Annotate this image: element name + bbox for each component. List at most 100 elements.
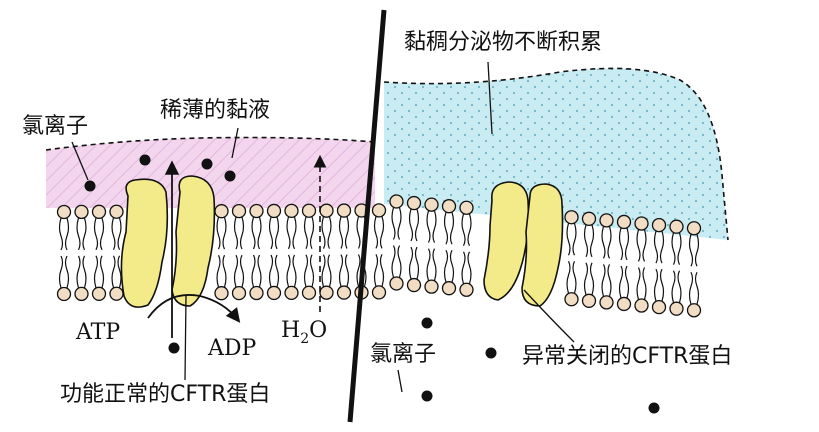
lipid-tail <box>64 255 70 289</box>
lipid-tail <box>607 264 612 297</box>
lipid-head <box>371 203 387 218</box>
lipid-tail <box>373 254 379 287</box>
lipid-head <box>564 292 579 307</box>
lipid-tail <box>583 224 589 258</box>
chloride-ion <box>648 402 660 414</box>
lipid-tail <box>694 271 700 305</box>
lipid-tail <box>379 254 385 287</box>
lipid-tail <box>216 217 221 250</box>
lipid-tail <box>257 216 262 250</box>
lipid-tail <box>111 255 116 288</box>
lipid-tail <box>659 268 665 302</box>
lipid-tail <box>566 260 571 294</box>
lipid-head <box>301 203 317 218</box>
lipid-tail <box>694 234 700 267</box>
lipid-head <box>581 211 597 226</box>
lipid-tail <box>379 216 385 249</box>
lipid-tail <box>688 234 694 267</box>
lipid-tail <box>233 216 239 250</box>
lipid-tail <box>292 254 297 288</box>
lipid-tail <box>251 216 256 250</box>
lipid-head <box>56 286 72 302</box>
chloride-label-top: 氯离子 <box>22 114 89 139</box>
lipid-tail <box>222 217 227 250</box>
lipid-tail <box>327 216 332 249</box>
lipid-head <box>336 203 352 218</box>
lipid-tail <box>344 254 350 287</box>
lipid-tail <box>321 216 326 249</box>
lipid-head <box>651 217 667 233</box>
lipid-head <box>634 216 649 231</box>
lipid-head <box>406 277 422 293</box>
lipid-head <box>371 285 387 300</box>
lipid-tail <box>618 227 624 261</box>
thin-mucus-leader <box>231 127 239 159</box>
lipid-tail <box>449 249 455 283</box>
lipid-tail <box>414 208 420 242</box>
lipid-tail <box>426 248 431 281</box>
lipid-tail <box>589 262 595 295</box>
lipid-tail <box>111 217 116 250</box>
lipid-tail <box>671 232 676 265</box>
lipid-head <box>669 219 684 234</box>
normal-cftr-label: 功能正常的CFTR蛋白 <box>60 382 271 407</box>
lipid-head <box>249 285 264 301</box>
chloride-ion <box>421 390 433 402</box>
lipid-tail <box>338 254 344 287</box>
lipid-tail <box>82 217 87 251</box>
lipid-tail <box>76 217 81 251</box>
divider-line <box>347 9 387 423</box>
abnormal-cftr-label: 异常关闭的CFTR蛋白 <box>522 344 733 369</box>
lipid-tail <box>467 213 472 247</box>
thick-secretion-leader <box>487 61 493 135</box>
lipid-head <box>249 203 264 219</box>
lipid-tail <box>572 223 577 256</box>
lipid-tail <box>344 216 350 249</box>
water-label-subscript: 2 <box>300 331 310 347</box>
chloride-ion <box>139 154 151 166</box>
lipid-tail <box>222 254 227 288</box>
normal-cftr-protein <box>120 175 216 308</box>
lipid-tail <box>274 254 280 288</box>
lipid-tail <box>356 216 361 249</box>
lipid-head <box>616 214 632 230</box>
lipid-tail <box>443 249 449 283</box>
chloride-bottom-leader <box>397 369 403 393</box>
lipid-tail <box>443 212 449 245</box>
chloride-ion <box>421 317 433 329</box>
lipid-head <box>214 204 229 219</box>
atp-label: ATP <box>76 320 121 345</box>
lipid-head <box>284 285 299 300</box>
lipid-tail <box>327 254 332 287</box>
lipid-tail <box>117 217 122 250</box>
lipid-tail <box>653 230 659 264</box>
lipid-tail <box>303 216 309 250</box>
lipid-tail <box>461 251 466 284</box>
lipid-tail <box>286 254 291 288</box>
abnormal-cftr-leader <box>523 289 575 343</box>
lipid-head <box>634 298 649 313</box>
lipid-head <box>686 303 702 318</box>
lipid-tail <box>356 254 361 287</box>
lipid-head <box>74 204 89 220</box>
lipid-head <box>109 204 124 219</box>
lipid-tail <box>432 210 437 243</box>
lipid-tail <box>601 264 606 297</box>
lipid-head <box>74 286 89 302</box>
lipid-tail <box>233 254 239 288</box>
lipid-tail <box>303 254 309 287</box>
lipid-tail <box>618 265 624 299</box>
lipid-tail <box>589 224 595 258</box>
lipid-head <box>336 285 352 300</box>
lipid-tail <box>671 270 676 303</box>
lipid-tail <box>251 254 256 288</box>
lipid-head <box>319 203 334 218</box>
chloride-top-leader <box>71 141 89 181</box>
lipid-tail <box>467 251 472 284</box>
lipid-tail <box>449 212 455 245</box>
lipid-head <box>231 285 247 301</box>
lipid-head <box>406 195 422 211</box>
chloride-ion <box>168 342 180 354</box>
